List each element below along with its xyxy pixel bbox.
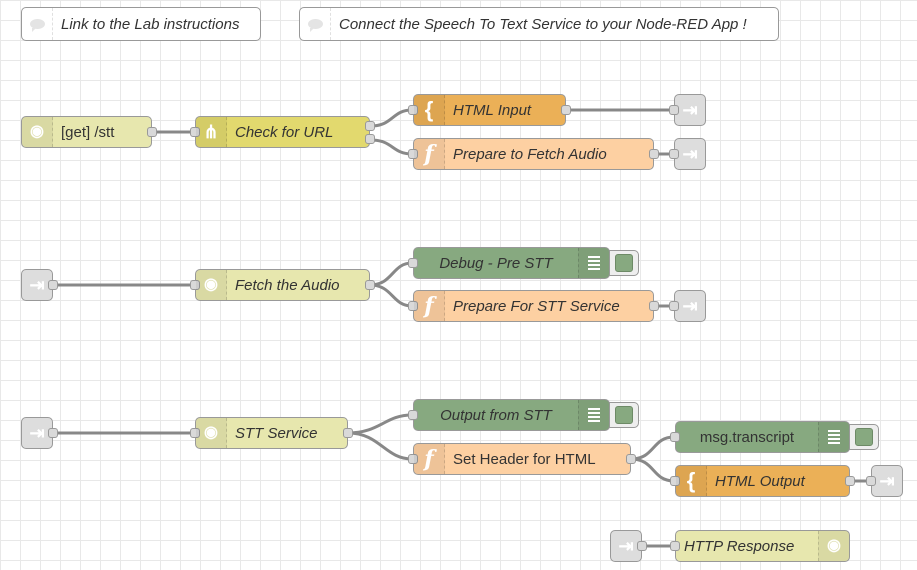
node-debug-msg-transcript[interactable]: msg.transcript [670,421,850,453]
link-out-node[interactable]: ⇥ [669,94,706,126]
input-port[interactable] [670,541,680,551]
globe-icon: ◉ [196,270,227,300]
node-label: HTML Input [453,101,532,119]
input-port[interactable] [669,105,679,115]
link-icon: ⇥ [682,143,698,164]
template-icon: { [676,466,707,496]
output-port[interactable] [365,280,375,290]
link-icon: ⇥ [29,422,45,443]
node-http-in-get-stt[interactable]: ◉ [get] /stt [21,116,157,148]
node-label: Prepare For STT Service [453,297,620,315]
output-port[interactable] [649,149,659,159]
input-port[interactable] [408,410,418,420]
debug-toggle-button[interactable] [849,424,879,450]
node-label: Output from STT [440,406,552,424]
link-icon: ⇥ [682,99,698,120]
output-port[interactable] [48,280,58,290]
node-label: Check for URL [235,123,334,141]
node-label: Debug - Pre STT [439,254,553,272]
node-http-request-fetch-audio[interactable]: ◉ Fetch the Audio [190,269,375,301]
input-port[interactable] [866,476,876,486]
node-label: STT Service [235,424,318,442]
link-icon: ⇥ [682,295,698,316]
comment-label: Link to the Lab instructions [61,15,240,33]
input-port[interactable] [408,454,418,464]
link-out-node[interactable]: ⇥ [669,290,706,322]
link-icon: ⇥ [879,470,895,491]
node-template-html-input[interactable]: { HTML Input [408,94,571,126]
input-port[interactable] [670,432,680,442]
link-out-node[interactable]: ⇥ [866,465,903,497]
output-port[interactable] [649,301,659,311]
input-port[interactable] [408,301,418,311]
output-port-1[interactable] [365,121,375,131]
wire [630,435,675,461]
output-port[interactable] [343,428,353,438]
wire [630,457,675,483]
node-label: Fetch the Audio [235,276,340,294]
template-icon: { [414,95,445,125]
function-icon: f [414,291,445,321]
node-switch-check-url[interactable]: ⋔ Check for URL [190,116,375,148]
debug-icon [578,400,609,430]
comment-connect-stt[interactable]: Connect the Speech To Text Service to yo… [299,7,779,41]
input-port[interactable] [408,105,418,115]
wire [370,108,413,128]
comment-lab-instructions[interactable]: Link to the Lab instructions [21,7,261,41]
output-port[interactable] [637,541,647,551]
output-port[interactable] [626,454,636,464]
node-label: msg.transcript [699,428,795,446]
output-port[interactable] [48,428,58,438]
link-in-node[interactable]: ⇥ [21,269,58,301]
function-icon: f [414,444,445,474]
input-port[interactable] [669,301,679,311]
node-debug-output-stt[interactable]: Output from STT [408,399,610,431]
node-function-prepare-stt[interactable]: f Prepare For STT Service [408,290,659,322]
input-port[interactable] [408,258,418,268]
input-port[interactable] [190,127,200,137]
input-port[interactable] [669,149,679,159]
output-port[interactable] [147,127,157,137]
link-icon: ⇥ [29,274,45,295]
input-port[interactable] [190,428,200,438]
output-port[interactable] [561,105,571,115]
input-port[interactable] [190,280,200,290]
output-port[interactable] [845,476,855,486]
node-label: HTML Output [715,472,805,490]
link-out-node[interactable]: ⇥ [669,138,706,170]
node-template-html-output[interactable]: { HTML Output [670,465,855,497]
link-icon: ⇥ [618,535,634,556]
node-function-prepare-fetch[interactable]: f Prepare to Fetch Audio [408,138,659,170]
node-label: HTTP Response [684,537,795,555]
wire [370,138,413,156]
node-label: [get] /stt [61,123,115,141]
link-in-node[interactable]: ⇥ [21,417,58,449]
wire [347,431,413,461]
wire [369,261,413,287]
node-debug-pre-stt[interactable]: Debug - Pre STT [408,247,610,279]
globe-icon: ◉ [196,418,227,448]
input-port[interactable] [408,149,418,159]
node-function-set-header[interactable]: f Set Header for HTML [408,443,636,475]
node-http-request-stt-service[interactable]: ◉ STT Service [190,417,353,449]
comment-label: Connect the Speech To Text Service to yo… [339,15,747,33]
wire [347,413,413,435]
node-label: Prepare to Fetch Audio [453,145,607,163]
input-port[interactable] [670,476,680,486]
debug-toggle-button[interactable] [609,250,639,276]
globe-icon: ◉ [22,117,53,147]
wire [369,283,413,308]
comment-icon [300,8,331,40]
debug-icon [818,422,849,452]
link-in-node[interactable]: ⇥ [610,530,647,562]
debug-toggle-button[interactable] [609,402,639,428]
node-http-response[interactable]: HTTP Response ◉ [670,530,850,562]
debug-icon [578,248,609,278]
comment-icon [22,8,53,40]
function-icon: f [414,139,445,169]
switch-icon: ⋔ [196,117,227,147]
node-label: Set Header for HTML [453,450,596,468]
output-port-2[interactable] [365,134,375,144]
globe-icon: ◉ [818,531,849,561]
